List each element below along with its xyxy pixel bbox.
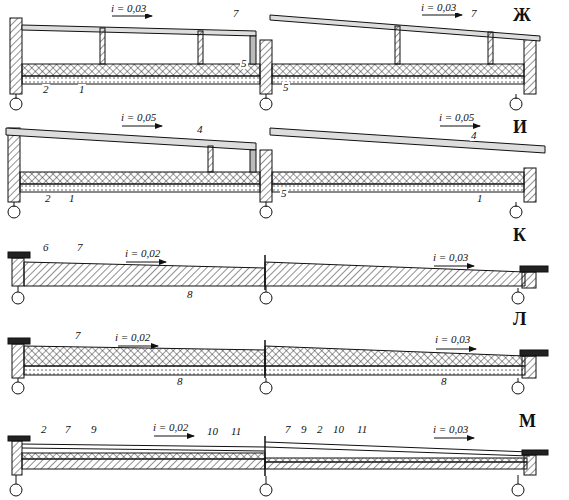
callout-number: 5 [280,188,288,199]
callout-number: 5 [240,58,248,69]
callout-number: 10 [206,426,219,437]
callout-number: 2 [44,193,52,204]
callout-number: 11 [356,424,368,435]
section-letter: И [512,118,528,136]
callout-number: 7 [64,424,72,435]
callout-number: 7 [284,424,292,435]
callout-number: 8 [440,376,448,387]
slope-label: i = 0,02 [152,422,189,433]
section-letter: Л [512,310,527,328]
slope-label: i = 0,03 [420,2,457,13]
callout-number: 1 [476,193,484,204]
callout-number: 5 [282,82,290,93]
callout-number: 6 [42,242,50,253]
callout-number: 8 [186,289,194,300]
section-letter: Ж [512,6,532,24]
callout-number: 7 [76,242,84,253]
callout-number: 2 [316,424,324,435]
callout-number: 2 [40,424,48,435]
callout-number: 4 [470,130,478,141]
slope-label: i = 0,05 [120,112,157,123]
section-letter: М [518,412,537,430]
callout-number: 7 [74,330,82,341]
slope-label: i = 0,02 [114,332,151,343]
slope-label: i = 0,02 [124,248,161,259]
callout-number: 9 [90,424,98,435]
callout-number: 1 [68,193,76,204]
callout-number: 7 [470,8,478,19]
slope-label: i = 0,03 [434,334,471,345]
callout-number: 1 [78,84,86,95]
slope-label: i = 0,03 [432,252,469,263]
callout-number: 8 [176,376,184,387]
slope-label: i = 0,03 [432,424,469,435]
section-letter: К [512,226,527,244]
slope-label: i = 0,03 [110,3,147,14]
callout-number: 4 [196,124,204,135]
callout-number: 10 [332,424,345,435]
callout-number: 9 [300,424,308,435]
slope-label: i = 0,05 [438,112,475,123]
callout-number: 2 [42,84,50,95]
callout-number: 11 [230,426,242,437]
callout-number: 7 [232,8,240,19]
